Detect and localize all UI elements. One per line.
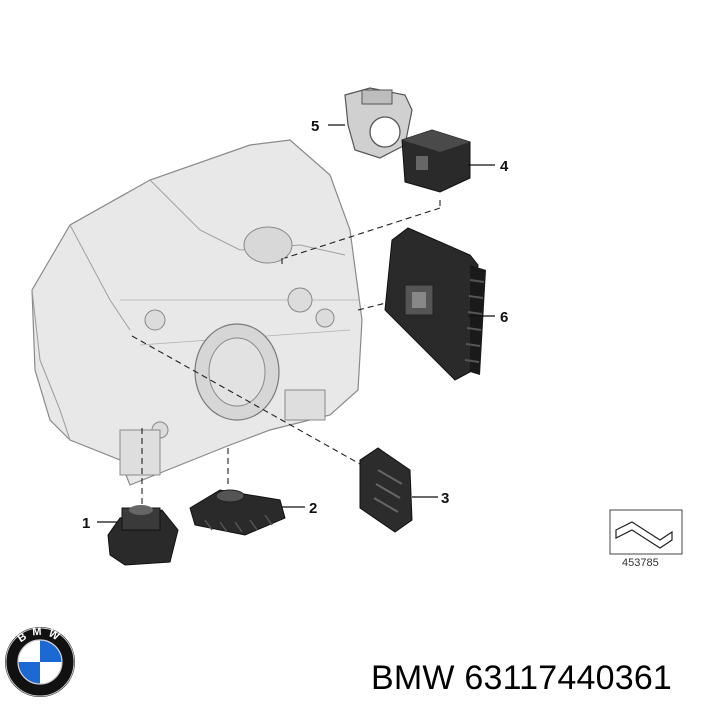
callout-4: 4 (500, 158, 509, 175)
reference-number: 453785 (622, 557, 659, 569)
part-2-led-module (189, 489, 286, 536)
callouts (97, 124, 495, 523)
bracket-outline-icon (615, 521, 673, 549)
part-number: 63117440361 (464, 659, 673, 697)
part-3-ballast (359, 447, 413, 533)
part-4-motor (401, 129, 471, 193)
callout-1: 1 (82, 515, 90, 532)
reference-box: 453785 (609, 509, 683, 569)
callout-3: 3 (441, 490, 449, 507)
part-1-module (107, 505, 179, 566)
part-6-control-module (384, 227, 486, 381)
brand-name: BMW (371, 659, 455, 697)
bmw-roundel-icon: BMW (5, 626, 75, 697)
callout-5: 5 (311, 118, 319, 135)
part-5-bracket (344, 87, 413, 159)
callout-2: 2 (309, 500, 317, 517)
part-number-caption: BMW 63117440361 (371, 659, 672, 698)
callout-6: 6 (500, 309, 508, 326)
headlight-housing (31, 139, 363, 486)
